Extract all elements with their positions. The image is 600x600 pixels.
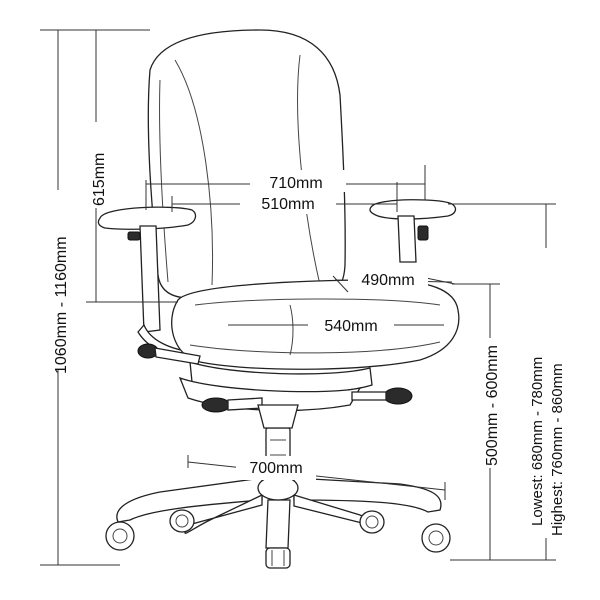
backrest [147,29,346,299]
castor-back-left [169,509,195,533]
armrest-height-highest-label: Highest: 760mm - 860mm [549,363,566,536]
overall-height-dimension: 1060mm - 1160mm [40,29,150,566]
office-chair-illustration [97,29,460,569]
seat-width-label: 540mm [324,318,377,335]
overall-height-label: 1060mm - 1160mm [53,236,70,374]
seat-height-label: 500mm - 600mm [484,345,501,466]
seat-height-dimension: 500mm - 600mm [450,283,501,561]
seat-depth-dimension: 490mm [332,268,456,293]
backrest-height-dimension: 615mm [86,30,178,303]
seat-mechanism [137,343,413,413]
right-armrest [369,199,457,263]
castor-front-left [105,521,135,551]
armrest-width-dimension: 710mm [145,165,426,210]
castor-front-center [265,547,291,569]
backrest-width-label: 510mm [261,196,314,213]
base-width-dimension: 700mm [187,455,446,500]
castor-front-right [421,523,451,553]
backrest-height-label: 615mm [91,153,108,206]
seat-width-dimension: 540mm [228,314,444,336]
castors [105,509,451,569]
armrest-height-dimension: Lowest: 680mm - 780mm Highest: 760mm - 8… [448,203,570,561]
seat-depth-label: 490mm [361,272,414,289]
backrest-width-dimension: 510mm [171,182,398,214]
castor-back-right [359,510,385,534]
base-width-label: 700mm [249,460,302,477]
armrest-height-lowest-label: Lowest: 680mm - 780mm [529,357,546,526]
five-star-base [116,475,442,549]
armrest-width-label: 710mm [269,175,322,192]
